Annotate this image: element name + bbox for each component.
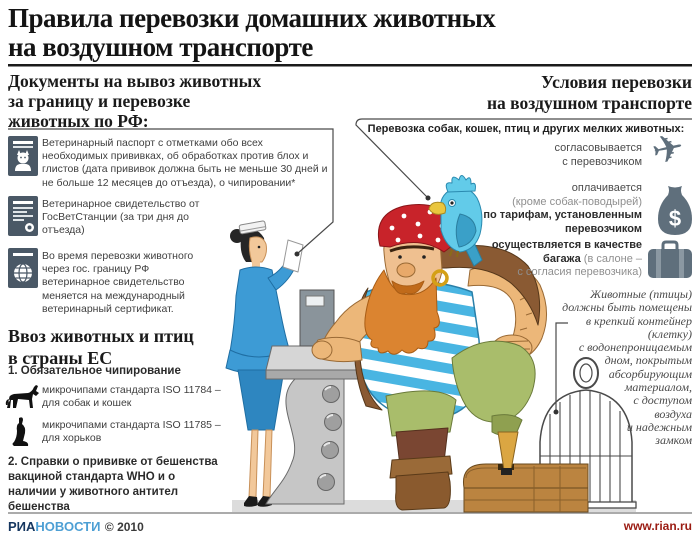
chip-item-text: микрочипами стандарта ISO 11784 – для со… [42, 384, 252, 410]
document-text-line: ветеринарный сертификат. [42, 302, 174, 315]
page-title: Правила перевозки домашних животных на в… [8, 4, 628, 62]
transport-subheader: Перевозка собак, кошек, птиц и других ме… [367, 123, 685, 135]
document-text-line: Ветеринарный паспорт с отметками обо все… [42, 137, 263, 149]
dog-icon [5, 385, 40, 408]
note-line: должны быть помещены [562, 300, 692, 315]
money-bag-icon: $ [658, 186, 692, 235]
note-line: воздуха [654, 406, 692, 421]
website-link: www.rian.ru [623, 519, 692, 533]
svg-text:$: $ [669, 206, 681, 231]
luggage-chest [462, 463, 589, 513]
stewardess-illustration [225, 220, 304, 507]
eu-point2-title: 2. Справки о прививке от бешенства вакци… [8, 455, 248, 515]
page-title-line: на воздушном транспорте [8, 32, 313, 62]
brand-novosti: НОВОСТИ [35, 519, 101, 534]
condition-line: с перевозчиком [562, 155, 642, 168]
parrot-illustration [428, 175, 483, 267]
eu-section-header: Ввоз животных и птиц в страны ЕС [8, 325, 238, 369]
copyright-text: © 2010 [104, 520, 144, 534]
note-line: с водонепроницаемым [578, 340, 692, 355]
left-header-line: Документы на вывоз животных [8, 71, 262, 91]
international-certificate-icon [8, 248, 38, 288]
note-line: дном, покрытым [604, 353, 692, 368]
title-divider [8, 64, 692, 67]
document-text-line: Ветеринарное свидетельство от [42, 198, 200, 210]
condition-line: багажа (в салоне – [442, 253, 642, 267]
document-text-line: ветеринарное свидетельство [42, 276, 185, 289]
document-text-line: отъезда) [42, 224, 85, 237]
note-line: материалом, [624, 380, 692, 395]
eu-point1-title: 1. Обязательное чипирование [8, 365, 181, 377]
document-text-line: не больше 12 месяцев до отъезда), о чипи… [42, 176, 296, 189]
condition-item: согласовывается с перевозчиком [442, 142, 642, 169]
document-text-line: необходимых прививках, об обработках про… [42, 150, 309, 163]
note-line: замком [655, 433, 692, 448]
condition-line: согласовывается [554, 142, 642, 154]
earring [431, 269, 449, 287]
eu-point2-line: наличии у животного антител [8, 486, 179, 498]
document-text-line: глистов (дата прививок должна быть не ме… [42, 163, 328, 176]
footer-brand: РИАНОВОСТИ © 2010 [8, 518, 144, 536]
left-header-line: животных по РФ: [8, 111, 149, 131]
condition-line: (кроме собак-поводырей) [512, 195, 642, 208]
chip-text-line: для хорьков [42, 432, 102, 445]
vest [435, 245, 541, 326]
condition-line-part: багажа [543, 252, 581, 265]
eu-point2-line: бешенства [8, 501, 70, 513]
cage-requirements-note: Животные (птицы) должны быть помещены в … [540, 287, 692, 448]
pirate-illustration [311, 175, 547, 511]
pet-passport-icon [8, 136, 38, 176]
note-line: (клетку) [647, 326, 692, 341]
left-column-header: Документы на вывоз животных за границу и… [8, 71, 288, 131]
right-header-line: Условия перевозки [541, 72, 692, 92]
chip-text-line: микрочипами стандарта ISO 11785 – [42, 419, 221, 431]
condition-item: оплачивается (кроме собак-поводырей) по … [442, 182, 642, 236]
document-text-line: Во время перевозки животного [42, 250, 194, 262]
chip-item-text: микрочипами стандарта ISO 11785 – для хо… [42, 419, 252, 445]
leader-lines [8, 118, 692, 410]
document-text-line: ГосВетСтанции (за три дня до [42, 211, 189, 224]
note-line: Животные (птицы) [590, 287, 692, 301]
condition-item: осуществляется в качестве багажа (в сало… [442, 239, 642, 280]
condition-line: осуществляется в качестве [491, 239, 642, 251]
chip-text-line: для собак и кошек [42, 397, 132, 410]
document-text-line: меняется на международный [42, 289, 185, 302]
page-title-line: Правила перевозки домашних животных [8, 3, 496, 33]
eu-point2-line: 2. Справки о прививке от бешенства [8, 456, 218, 468]
left-header-line: за границу и перевозке [8, 91, 191, 111]
eu-header-line: Ввоз животных и птиц [8, 326, 194, 346]
condition-line: оплачивается [571, 182, 642, 194]
eu-header-line: в страны ЕС [8, 348, 113, 368]
ferret-icon [12, 417, 29, 446]
vet-certificate-icon [8, 196, 38, 236]
right-header-line: на воздушном транспорте [486, 93, 692, 113]
note-line: с доступом [633, 393, 692, 408]
document-item-text: Ветеринарный паспорт с отметками обо все… [42, 137, 342, 190]
pillbox-hat [238, 220, 267, 235]
condition-line-part: (в салоне – [583, 252, 642, 265]
condition-line: перевозчиком [564, 222, 642, 235]
note-line: и надежным [626, 419, 692, 434]
suitcase-icon [648, 240, 692, 278]
chip-text-line: микрочипами стандарта ISO 11784 – [42, 384, 221, 396]
condition-line: по тарифам, установленным [483, 209, 642, 221]
note-line: в крепкий контейнер [585, 313, 692, 328]
document-text-line: через гос. границу РФ [42, 263, 150, 276]
note-line: абсорбирующим [608, 366, 692, 381]
document-item-text: Во время перевозки животного через гос. … [42, 250, 232, 316]
right-column-header: Условия перевозки на воздушном транспорт… [430, 72, 692, 114]
counter-buttons [317, 385, 342, 491]
condition-line: с согласия перевозчика) [517, 266, 642, 278]
brand-ria: РИА [8, 519, 36, 534]
vet-passport-paper [282, 239, 304, 273]
eu-point2-line: вакциной стандарта WHO и о [8, 471, 176, 483]
document-item-text: Ветеринарное свидетельство от ГосВетСтан… [42, 198, 242, 238]
